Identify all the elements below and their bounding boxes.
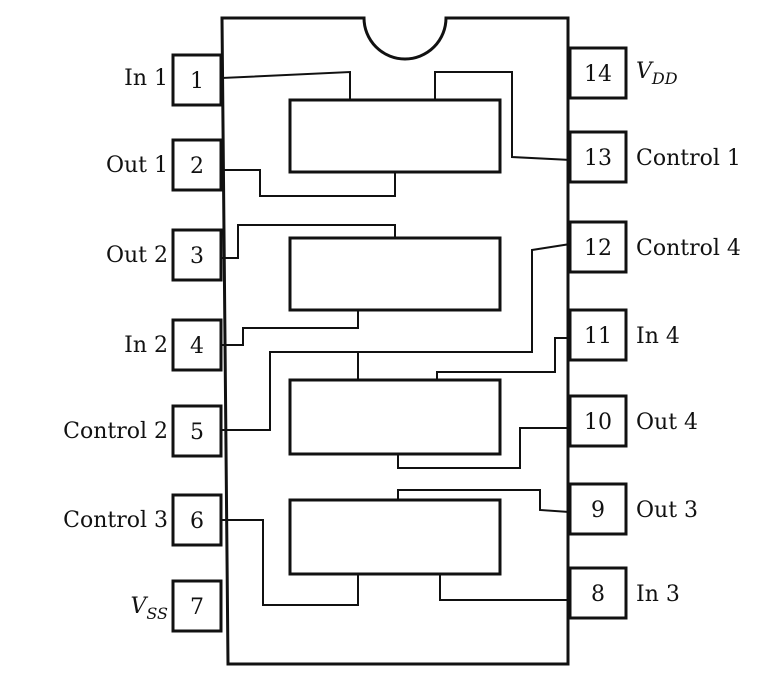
pin-8-label: In 3 (636, 582, 680, 607)
switch-block-2 (288, 236, 502, 312)
pin-11-box (568, 308, 628, 362)
pin-7-label-main: V (130, 594, 148, 619)
pin-11-label: In 4 (636, 324, 680, 349)
pin-9-box (568, 482, 628, 536)
pin-14-label-sub: DD (651, 69, 678, 88)
pin-4-label: In 2 (124, 333, 168, 358)
pin-7-label: VSS (130, 594, 168, 623)
pin-13-label: Control 1 (636, 146, 741, 171)
wire-out3 (397, 489, 572, 514)
pin-11-number: 11 (584, 324, 612, 349)
pin-1-label: In 1 (124, 66, 168, 91)
pin-14-box (568, 46, 628, 100)
wire-control4 (221, 242, 572, 431)
pin-10-box (568, 394, 628, 448)
pin-7-box (171, 579, 223, 633)
pin-14-number: 14 (584, 62, 612, 87)
pin-14-label-main: V (636, 59, 654, 84)
pin-2-box (171, 138, 223, 192)
wire-control3 (221, 519, 359, 606)
switch-blocks (288, 98, 502, 576)
pin-3-number: 3 (190, 244, 204, 269)
pin-12-box (568, 220, 628, 274)
pin-8-number: 8 (591, 582, 605, 607)
pin-13-box (568, 130, 628, 184)
wire-out2 (221, 224, 396, 259)
pin-9-number: 9 (591, 498, 605, 523)
pin-3-label: Out 2 (106, 243, 168, 268)
switch-block-4 (288, 378, 502, 456)
wire-in4 (436, 337, 571, 381)
pin-13-number: 13 (584, 146, 612, 171)
wire-in2 (221, 309, 359, 346)
pin-1-number: 1 (190, 69, 204, 94)
wire-in1 (220, 70, 351, 101)
pin-7-label-sub: SS (146, 604, 168, 623)
pin-10-label: Out 4 (636, 410, 698, 435)
pin-2-number: 2 (190, 154, 204, 179)
chip-body (220, 16, 570, 666)
pin-9-label: Out 3 (636, 498, 698, 523)
right-pins (568, 46, 628, 620)
wire-out1 (221, 169, 396, 197)
pin-4-number: 4 (190, 334, 204, 359)
pin-14-label: VDD (636, 59, 678, 88)
wire-control1 (434, 71, 572, 162)
pin-3-box (171, 228, 223, 282)
internal-wiring (220, 70, 572, 606)
pin-12-label: Control 4 (636, 236, 741, 261)
pin-1-box (171, 53, 223, 107)
pin-2-label: Out 1 (106, 153, 168, 178)
pin-5-label: Control 2 (63, 419, 168, 444)
pin-10-number: 10 (584, 410, 612, 435)
pin-6-number: 6 (190, 509, 204, 534)
wire-out4 (397, 427, 571, 469)
pin-5-number: 5 (190, 420, 204, 445)
switch-block-1 (288, 98, 502, 174)
pin-6-label: Control 3 (63, 508, 168, 533)
wire-in3 (439, 573, 571, 601)
switch-block-3 (288, 498, 502, 576)
pin-8-box (568, 566, 628, 620)
pin-7-number: 7 (190, 595, 204, 620)
pin-12-number: 12 (584, 236, 612, 261)
